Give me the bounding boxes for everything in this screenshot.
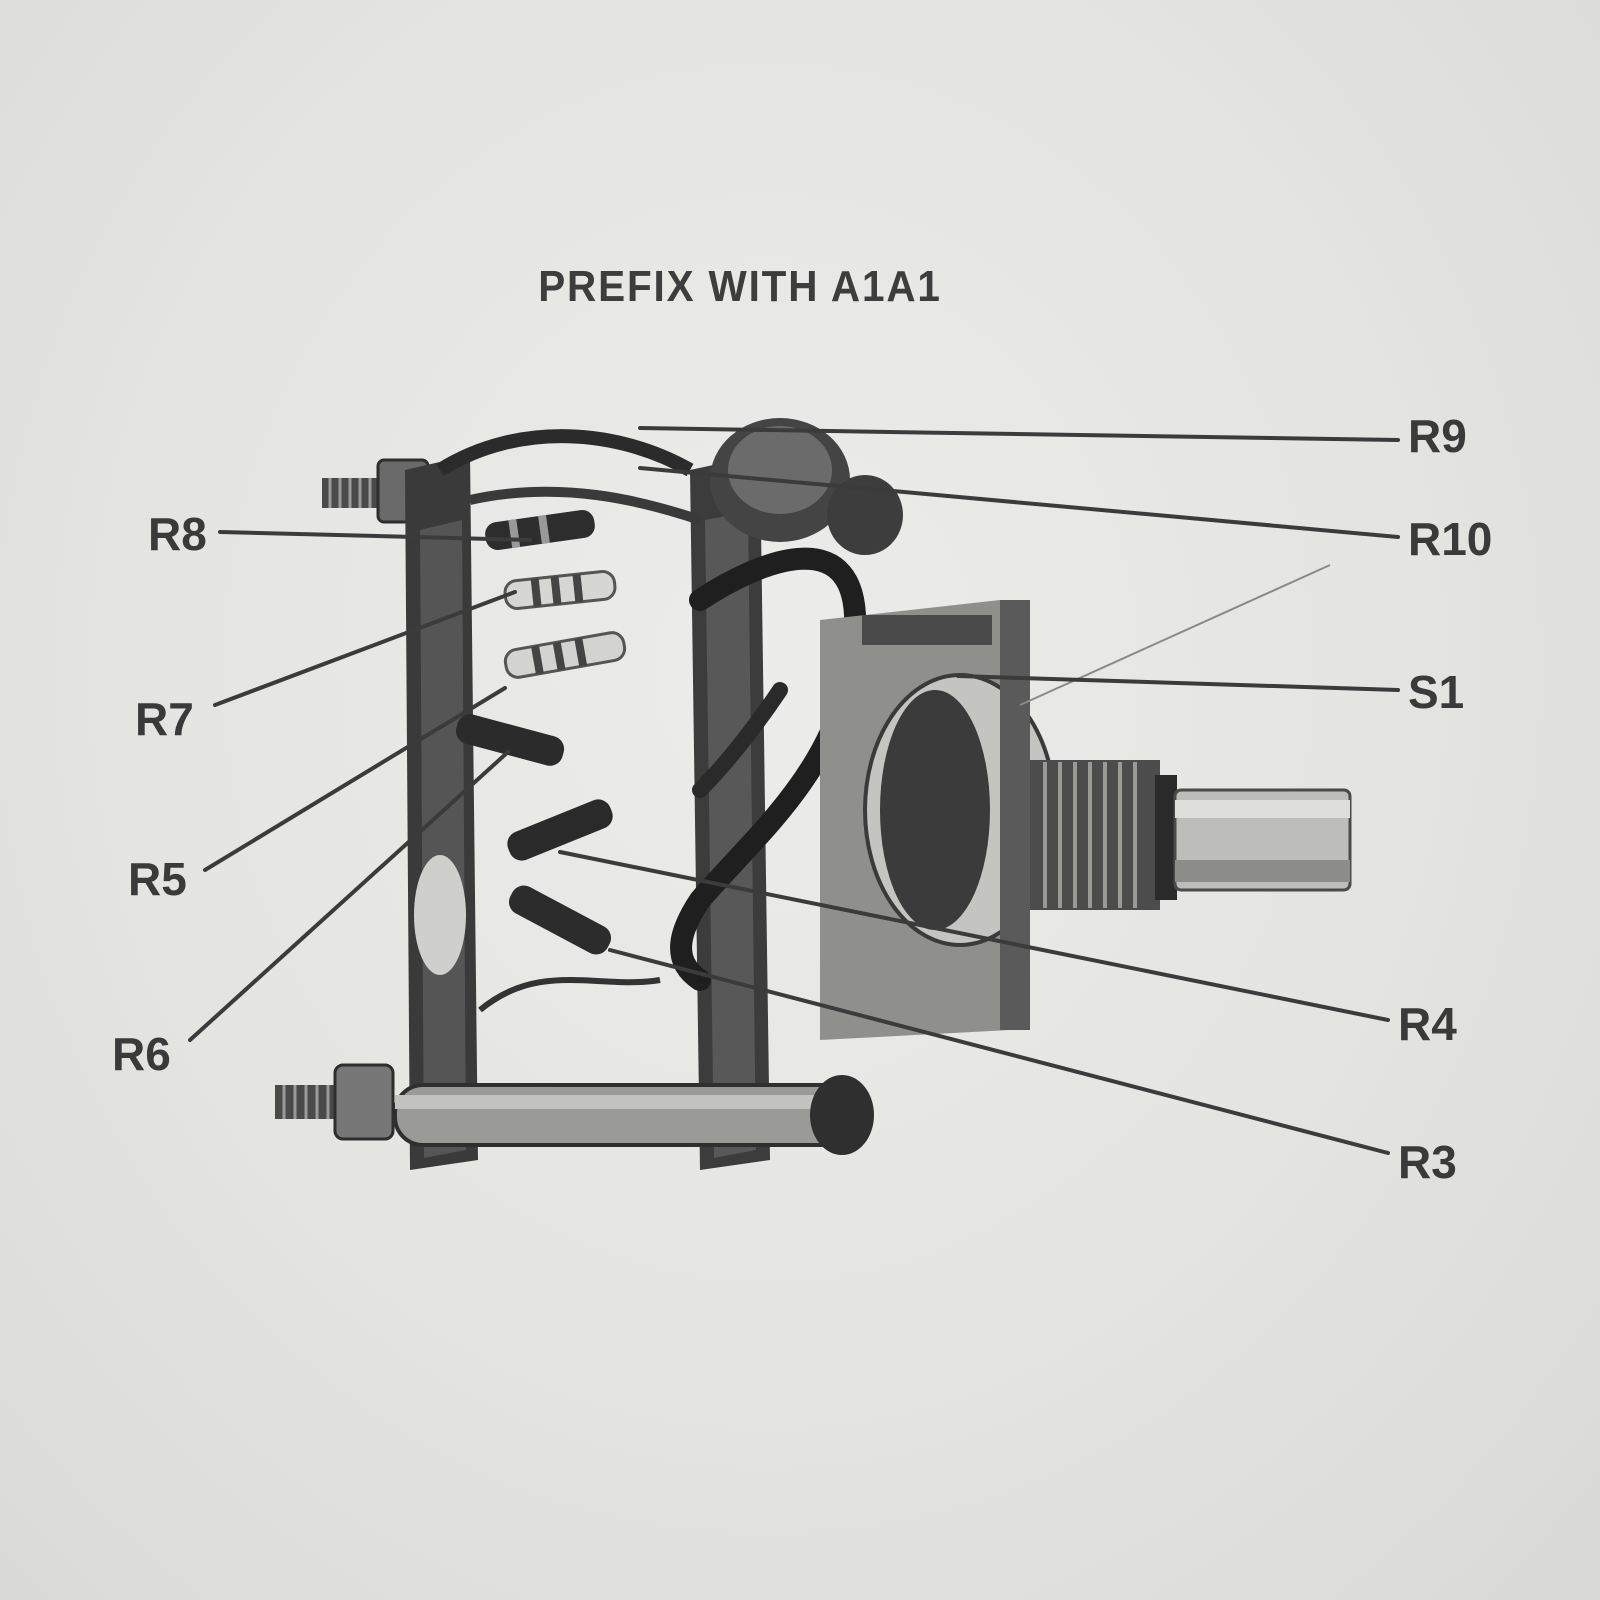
leader-r6 [188,750,510,1042]
callout-r5: R5 [128,853,187,905]
leader-r3 [608,948,1390,1155]
leader-r10 [638,466,1400,539]
shaft [1173,788,1352,892]
leader-r7 [213,590,517,707]
potentiometer-body [820,600,1057,1040]
callout-r10: R10 [1408,513,1492,565]
switch-assembly-photo [275,418,1352,1170]
callout-r6: R6 [112,1028,171,1080]
leader-r5 [203,686,507,872]
leader-r4 [558,850,1390,1022]
callout-s1: S1 [1408,666,1464,718]
leader-r9 [638,426,1400,442]
leader-s1 [956,674,1400,692]
callout-r7: R7 [135,693,194,745]
callout-labels: R9 R10 R8 S1 R7 R5 R6 R4 R3 [112,410,1492,1188]
lower-stud [275,1063,395,1141]
leader-lines [188,426,1400,1155]
resistor-bodies [436,429,702,1013]
figure-title: PREFIX WITH A1A1 [538,262,942,311]
threaded-bushing [1030,760,1177,910]
callout-r4: R4 [1398,998,1457,1050]
callout-r8: R8 [148,508,207,560]
callout-r9: R9 [1408,410,1467,462]
callout-r3: R3 [1398,1136,1457,1188]
leader-r8 [218,530,532,542]
